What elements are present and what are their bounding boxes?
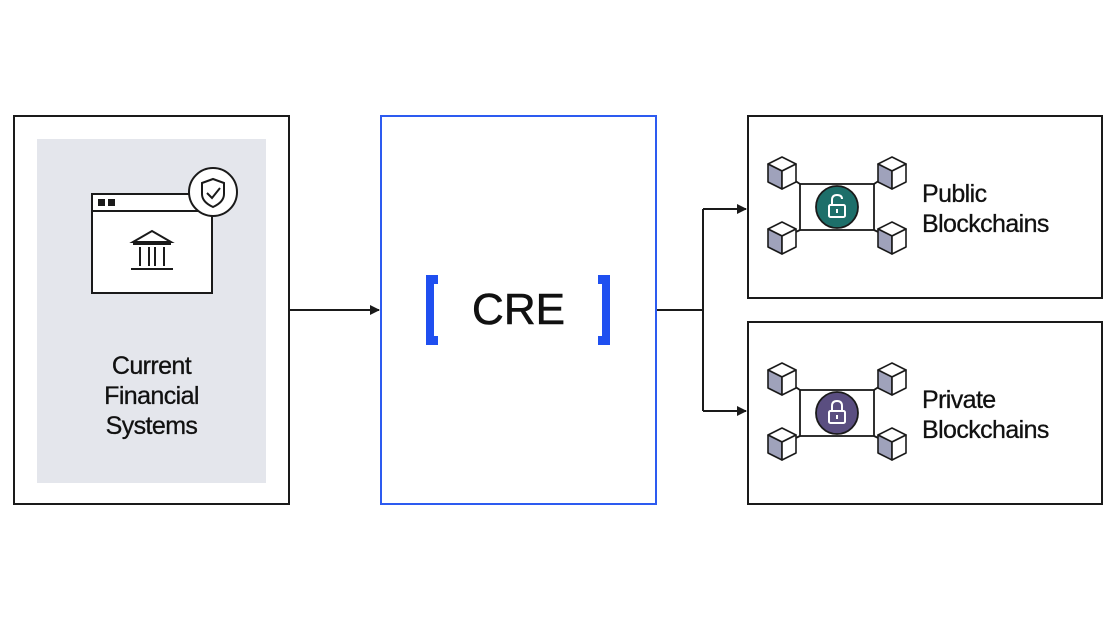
cre-box: CRE <box>380 115 657 505</box>
cre-label: CRE <box>472 285 566 335</box>
browser-window-icon <box>91 193 213 294</box>
public-blockchains-box: Public Blockchains <box>747 115 1103 299</box>
private-blockchains-box: Private Blockchains <box>747 321 1103 505</box>
source-label: Current Financial Systems <box>104 352 200 440</box>
private-blockchains-label: Private Blockchains <box>922 386 1050 444</box>
left-bracket-icon <box>426 275 438 345</box>
bank-icon <box>129 229 175 270</box>
source-panel: Current Financial Systems <box>37 139 266 483</box>
cre-to-blockchains-arrows <box>657 204 747 416</box>
source-box: Current Financial Systems <box>13 115 290 505</box>
public-blockchains-label: Public Blockchains <box>922 180 1050 238</box>
right-bracket-icon <box>598 275 610 345</box>
financial-icon-group <box>91 167 238 294</box>
shield-check-icon <box>188 167 238 217</box>
cre-brackets <box>426 275 610 345</box>
